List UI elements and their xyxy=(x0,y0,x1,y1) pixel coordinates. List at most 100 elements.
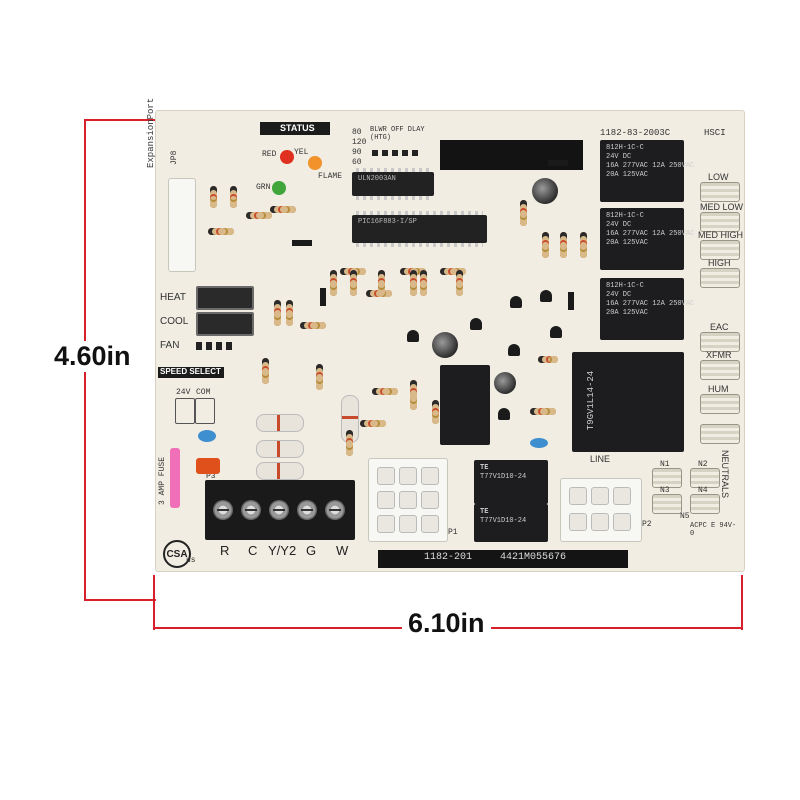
fan-jumper[interactable] xyxy=(196,342,236,350)
bottom-serial-strip xyxy=(378,550,628,568)
right-label-high: HIGH xyxy=(708,258,731,268)
height-dimension-bottom-tick xyxy=(84,599,156,601)
power-resistor-1 xyxy=(256,414,304,432)
resistor xyxy=(270,206,296,213)
jumper-label-com: COM xyxy=(196,388,211,397)
relay-small-1-label: T77V1D10-24 xyxy=(480,473,527,481)
resistor xyxy=(246,212,272,219)
resistor xyxy=(520,200,527,226)
jumper-label-24v: 24V xyxy=(176,388,191,397)
resistor xyxy=(456,270,463,296)
neutral-label-n1: N1 xyxy=(660,460,670,469)
speed-jumper-com[interactable] xyxy=(195,398,215,424)
neutrals-label: NEUTRALS xyxy=(720,450,730,499)
relay-inner xyxy=(440,365,490,445)
speed-jumper-24v[interactable] xyxy=(175,398,195,424)
relay-high-line-1: 812H-1C-C xyxy=(606,282,644,290)
relay-small-2-brand: TE xyxy=(480,508,489,516)
spade-med-high xyxy=(700,240,740,260)
resistor xyxy=(286,300,293,326)
resistor xyxy=(410,380,417,410)
cool-switch[interactable] xyxy=(196,312,254,336)
resistor xyxy=(580,232,587,258)
green-led-icon xyxy=(272,181,286,195)
transistor-1 xyxy=(407,330,419,342)
resistor xyxy=(330,270,337,296)
connector-label-p2: P2 xyxy=(642,520,652,529)
dip-label-80: 80 xyxy=(352,128,362,137)
neutral-label-n4: N4 xyxy=(698,486,708,495)
resistor xyxy=(538,356,558,363)
spade-xfmr xyxy=(700,360,740,380)
relay-high-line-2: 24V DC xyxy=(606,291,632,299)
resistor xyxy=(560,232,567,258)
terminal-screw-w[interactable] xyxy=(325,500,345,520)
dip-label-60: 60 xyxy=(352,158,362,167)
terminal-screw-c[interactable] xyxy=(241,500,261,520)
fuse-label: 3 AMP FUSE xyxy=(158,456,167,505)
spade-n2 xyxy=(690,468,720,488)
relay-main-label: T9GV1L14-24 xyxy=(586,370,597,431)
resistor xyxy=(440,268,466,275)
resistor xyxy=(316,364,323,390)
spade-low xyxy=(700,182,740,202)
connector-label-p3: P3 xyxy=(206,472,216,481)
speed-select-label: SPEED SELECT xyxy=(160,367,221,376)
dip-label-90: 90 xyxy=(352,148,362,157)
orange-capacitor xyxy=(196,458,220,474)
spade-high xyxy=(700,268,740,288)
right-label-med-low: MED LOW xyxy=(700,202,744,212)
width-dimension-left-tick xyxy=(153,575,155,630)
resistor xyxy=(208,228,234,235)
spade-med-low xyxy=(700,212,740,232)
neutral-label-n3: N3 xyxy=(660,486,670,495)
terminal-label-y: Y/Y2 xyxy=(268,543,297,558)
dip-header-pins xyxy=(372,150,418,156)
right-label-line: LINE xyxy=(590,454,611,464)
terminal-screw-r[interactable] xyxy=(213,500,233,520)
spade-n3 xyxy=(652,494,682,514)
microcontroller-ic: PIC16F883-I/SP xyxy=(352,211,487,247)
speed-select-box xyxy=(158,367,224,378)
driver-ic: ULN2003AN xyxy=(352,168,434,200)
connector-p1[interactable] xyxy=(368,458,448,542)
fuse[interactable] xyxy=(170,448,180,508)
neutral-label-n5: N5 xyxy=(680,512,690,521)
diode xyxy=(568,292,574,310)
right-label-xfmr: XFMR xyxy=(706,350,732,360)
width-dimension-label: 6.10in xyxy=(402,608,491,639)
spade-eac xyxy=(700,332,740,352)
resistor xyxy=(432,400,439,424)
led-label-yellow: YEL xyxy=(294,148,309,157)
terminal-screw-y[interactable] xyxy=(269,500,289,520)
relay-high: 812H-1C-C 24V DC 16A 277VAC 12A 250VAC 2… xyxy=(600,278,694,340)
status-label: STATUS xyxy=(280,123,315,133)
resistor xyxy=(420,270,427,296)
relay-small-1-brand: TE xyxy=(480,464,489,472)
driver-ic-label: ULN2003AN xyxy=(358,175,396,183)
right-label-eac: EAC xyxy=(710,322,729,332)
right-label-hum: HUM xyxy=(708,384,729,394)
top-part-number: 1182-83-2003C xyxy=(600,128,671,138)
resistor xyxy=(378,270,385,296)
switch-label-heat: HEAT xyxy=(160,292,186,303)
diode xyxy=(292,240,312,246)
relay-small-1: TE T77V1D10-24 xyxy=(474,460,548,504)
relay-low: 812H-1C-C 24V DC 16A 277VAC 12A 250VAC 2… xyxy=(600,140,694,202)
terminal-screw-g[interactable] xyxy=(297,500,317,520)
relay-small-2-label: T77V1D10-24 xyxy=(480,517,527,525)
low-voltage-terminal-block xyxy=(205,480,355,540)
connector-label-p1: P1 xyxy=(448,528,458,537)
relay-high-line-4: 20A 125VAC xyxy=(606,309,649,317)
resistor xyxy=(372,388,398,395)
heat-switch[interactable] xyxy=(196,286,254,310)
diode xyxy=(548,160,568,166)
blower-delay-label: BLWR OFF DLAY (HTG) xyxy=(370,126,425,142)
blue-capacitor-2 xyxy=(530,438,548,448)
terminal-label-r: R xyxy=(220,543,230,558)
connector-p2[interactable] xyxy=(560,478,642,542)
electrolytic-capacitor-1 xyxy=(532,178,558,204)
serial-number: 4421M055676 xyxy=(500,552,567,563)
width-dimension-right-tick xyxy=(741,575,743,630)
resistor xyxy=(542,232,549,258)
